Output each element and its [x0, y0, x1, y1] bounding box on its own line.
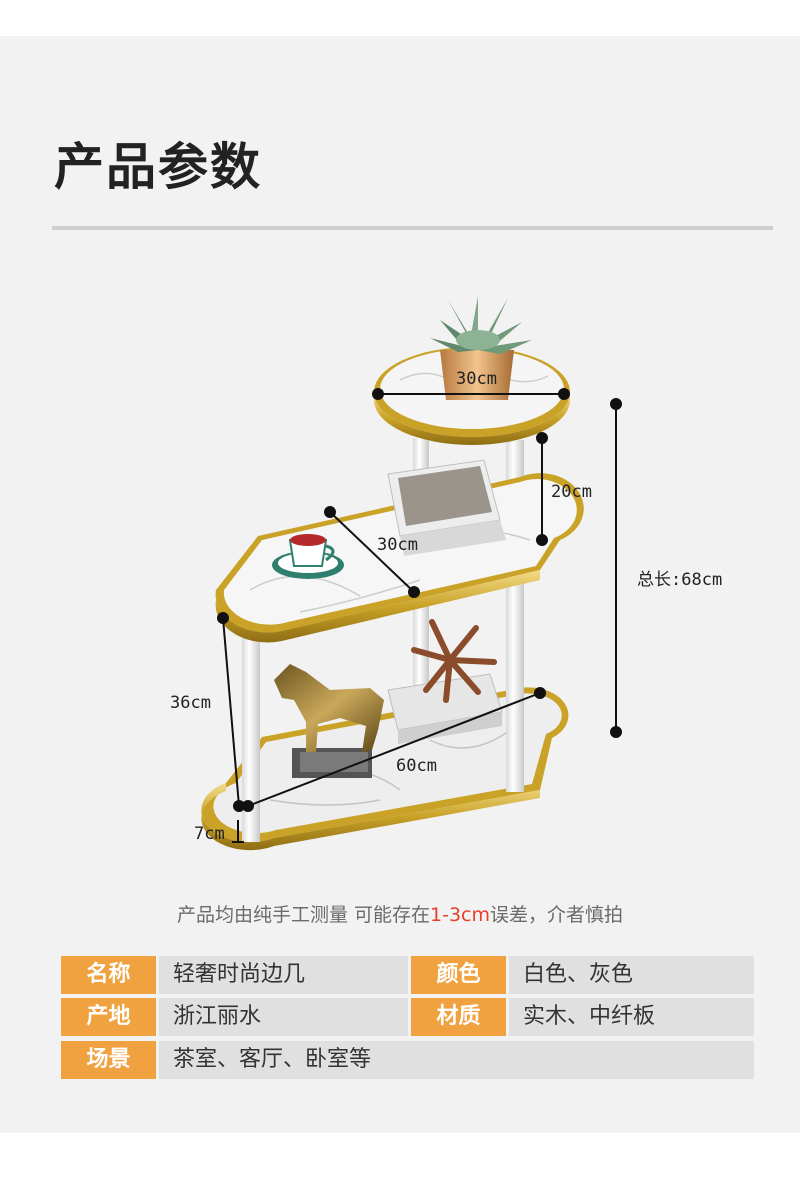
- spec-value-scene: 茶室、客厅、卧室等: [159, 1041, 754, 1079]
- succulent-plant: [430, 296, 532, 400]
- dim-upper-gap: 20cm: [551, 482, 592, 502]
- dim-bottom-length: 60cm: [396, 756, 437, 776]
- horse-figurine: [274, 664, 384, 778]
- spec-value-name: 轻奢时尚边几: [159, 956, 408, 994]
- metal-sculpture: [411, 619, 497, 703]
- spec-value-origin: 浙江丽水: [159, 998, 408, 1036]
- title-divider: [52, 226, 773, 230]
- dim-top-width: 30cm: [456, 369, 497, 389]
- spec-value-material: 实木、中纤板: [509, 998, 754, 1036]
- dim-foot-height: 7cm: [194, 824, 225, 844]
- spec-label-scene: 场景: [61, 1041, 156, 1079]
- books-middle: [387, 459, 506, 556]
- leg-back-bottom: [413, 598, 429, 688]
- measurement-note: 产品均由纯手工测量 可能存在1-3cm误差，介者慎拍: [0, 900, 800, 930]
- teacup: [272, 534, 344, 579]
- dimension-lines: [217, 388, 622, 843]
- note-text-before: 产品均由纯手工测量 可能存在: [176, 904, 431, 926]
- spec-label-material: 材质: [411, 998, 506, 1036]
- leg-front-left: [242, 620, 260, 842]
- spec-label-origin: 产地: [61, 998, 156, 1036]
- dim-total-length: 总长:68cm: [637, 570, 722, 590]
- note-text-after: 误差，介者慎拍: [490, 904, 624, 926]
- spec-label-color: 颜色: [411, 956, 506, 994]
- page-title: 产品参数: [54, 138, 262, 196]
- spec-label-name: 名称: [61, 956, 156, 994]
- product-dimension-diagram: 30cm 20cm 总长:68cm 30cm 36cm 60cm 7cm: [170, 296, 722, 851]
- dim-lower-gap: 36cm: [170, 693, 211, 713]
- dim-middle-depth: 30cm: [377, 535, 418, 555]
- note-range: 1-3cm: [430, 904, 491, 926]
- spec-value-color: 白色、灰色: [509, 956, 754, 994]
